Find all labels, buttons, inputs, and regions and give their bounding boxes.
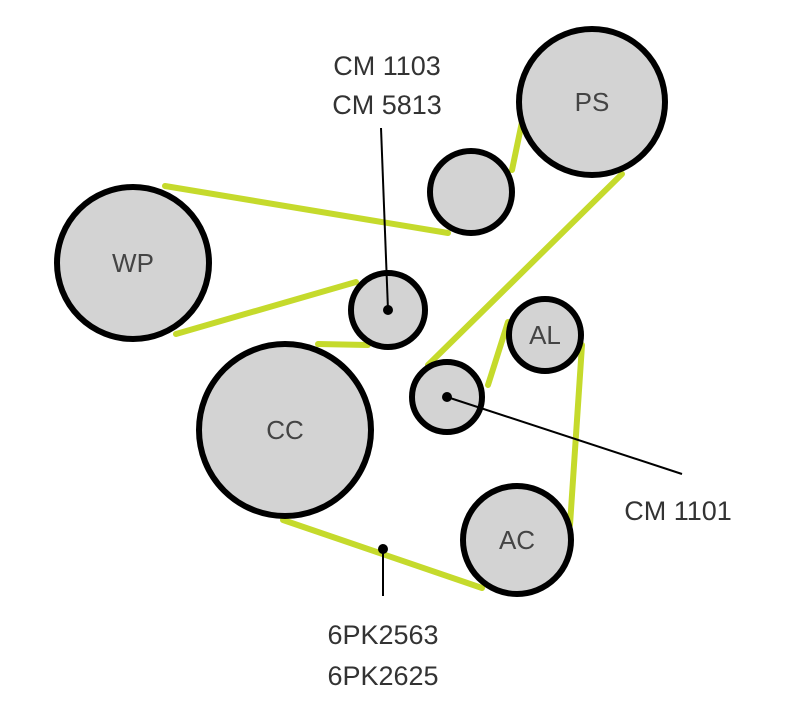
belt-segment-al-ac xyxy=(567,342,585,528)
belt-segment-cc-cm1103 xyxy=(315,341,371,348)
belt-segment-cm1101-al xyxy=(485,319,511,388)
belt-segment-ps-cm1101 xyxy=(425,171,625,368)
pulley-ac: AC xyxy=(460,483,574,597)
leader-line-cm1103 xyxy=(380,127,389,311)
belt-segment-cm1103-wp xyxy=(173,279,359,337)
belt-segment-wp-idler xyxy=(162,183,451,236)
idler-pulley-upper xyxy=(427,148,515,236)
pulley-ps: PS xyxy=(516,26,668,178)
pulley-cc-label: CC xyxy=(266,415,304,445)
pulley-al-label: AL xyxy=(529,320,561,350)
pulley-ps-label: PS xyxy=(575,87,610,117)
pulley-ac-label: AC xyxy=(499,525,535,555)
belt-segment-idler-ps xyxy=(509,119,525,173)
pulley-cc: CC xyxy=(196,341,374,519)
callout-cm1101: CM 1101 xyxy=(624,496,732,526)
pulley-wp-label: WP xyxy=(112,248,154,278)
callout-6pk2625: 6PK2625 xyxy=(327,661,438,691)
callout-6pk2563: 6PK2563 xyxy=(327,620,438,650)
callout-cm5813: CM 5813 xyxy=(332,90,442,120)
pulley-al: AL xyxy=(506,296,584,374)
pulley-wp: WP xyxy=(54,184,212,342)
leader-line-cm1101 xyxy=(446,396,683,475)
callout-cm1103: CM 1103 xyxy=(333,51,441,81)
